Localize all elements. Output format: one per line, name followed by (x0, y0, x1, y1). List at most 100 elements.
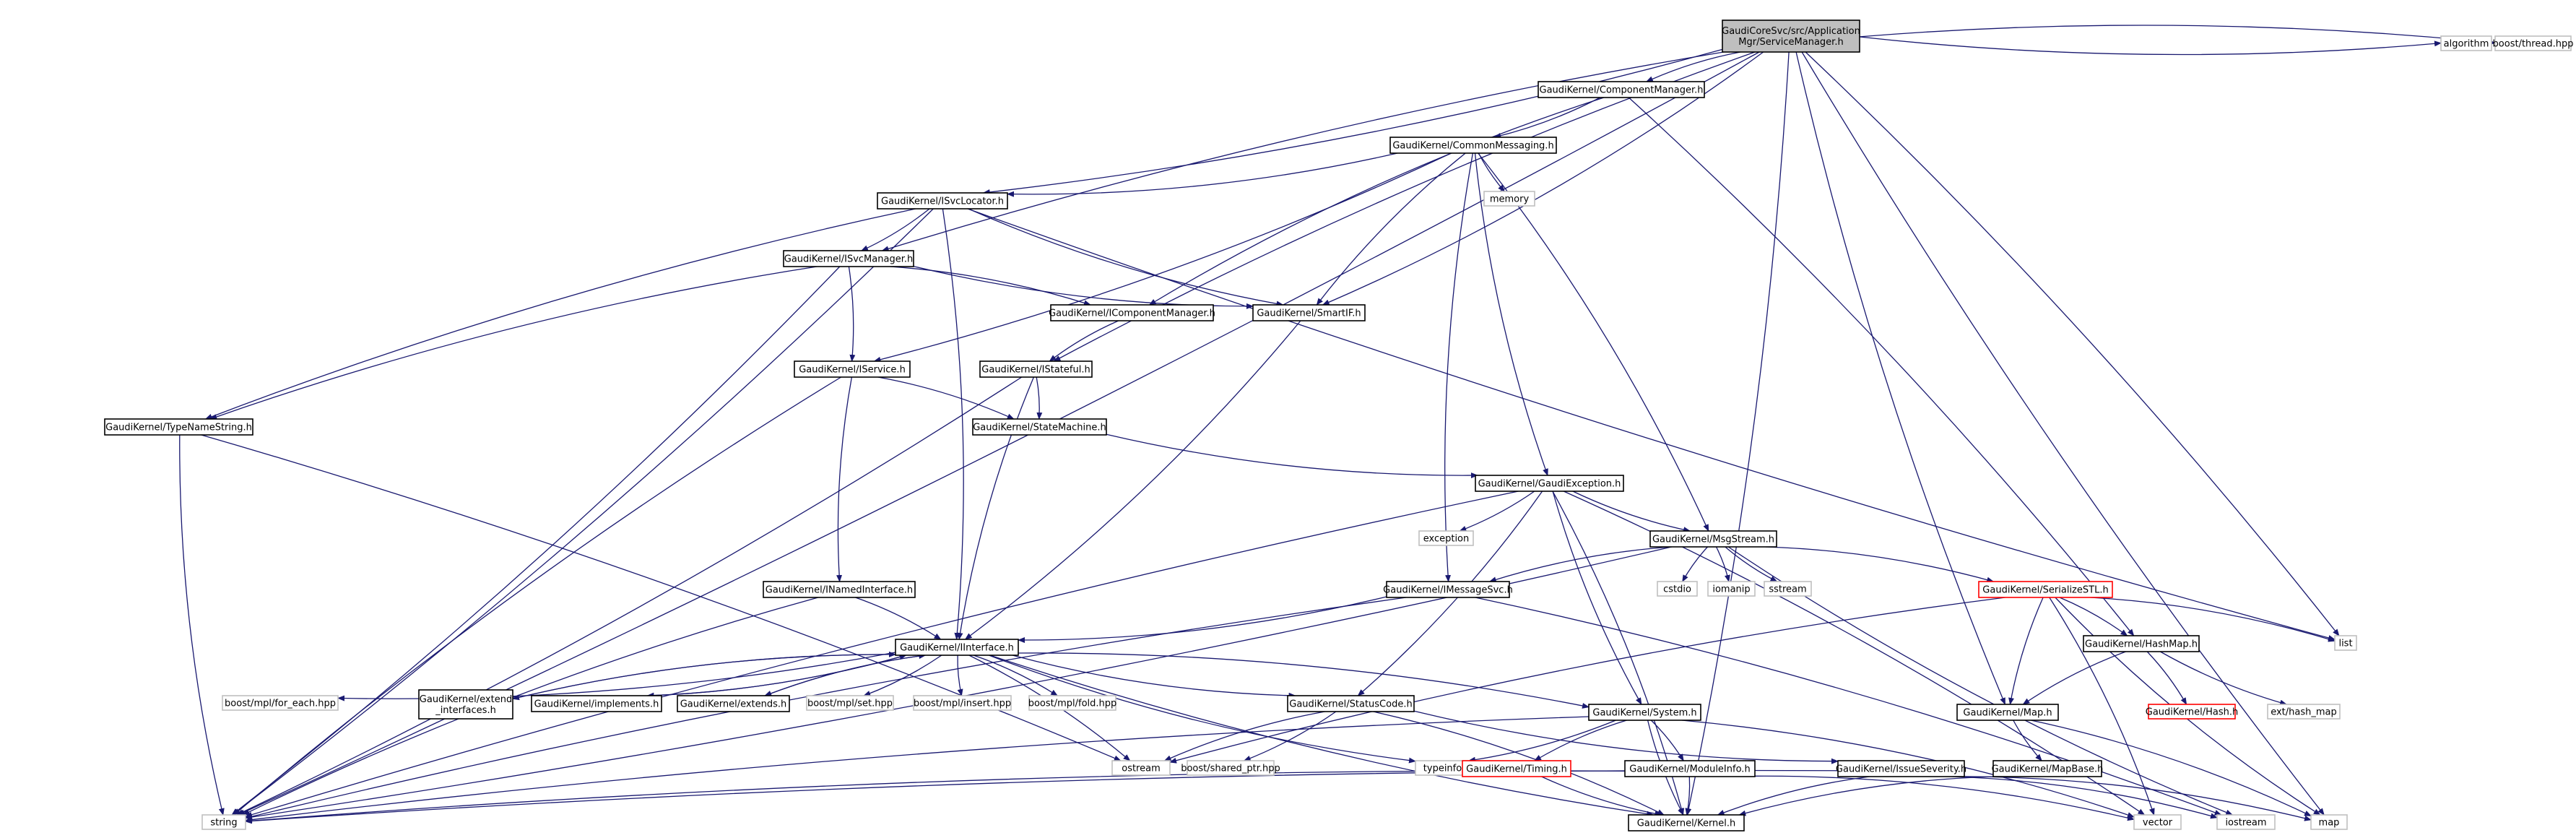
node-typeinfo[interactable]: typeinfo (1415, 760, 1470, 776)
node-mpl_set[interactable]: boost/mpl/set.hpp (806, 695, 894, 711)
node-IssueSeverity[interactable]: GaudiKernel/IssueSeverity.h (1836, 760, 1966, 777)
node-shared_ptr[interactable]: boost/shared_ptr.hpp (1181, 760, 1280, 776)
node-Timing[interactable]: GaudiKernel/Timing.h (1462, 760, 1571, 777)
node-CommonMessaging[interactable]: GaudiKernel/CommonMessaging.h (1389, 137, 1557, 154)
node-SerializeSTL[interactable]: GaudiKernel/SerializeSTL.h (1978, 581, 2113, 598)
node-ISvcLocator[interactable]: GaudiKernel/ISvcLocator.h (877, 192, 1008, 209)
node-mpl_fold[interactable]: boost/mpl/fold.hpp (1028, 695, 1117, 711)
node-MsgStream[interactable]: GaudiKernel/MsgStream.h (1649, 530, 1777, 548)
node-box (1187, 760, 1275, 776)
node-Map[interactable]: GaudiKernel/Map.h (1956, 704, 2059, 721)
edge-root-to-map (1801, 51, 2325, 816)
edge-ModuleInfo-to-string (245, 770, 1626, 824)
edge-TypeNameString-to-string (179, 434, 225, 816)
edge-MsgStream-to-IMessageSvc (1488, 546, 1672, 583)
node-ostream[interactable]: ostream (1111, 760, 1171, 776)
node-iomanip[interactable]: iomanip (1707, 581, 1756, 597)
edge-SmartIF-to-IInterface (964, 320, 1301, 640)
node-HashMap[interactable]: GaudiKernel/HashMap.h (2083, 635, 2200, 652)
node-label: boost/mpl/set.hpp (807, 699, 893, 709)
edge-GaudiException-to-string (245, 491, 1519, 818)
node-label: GaudiKernel/INamedInterface.h (766, 585, 913, 596)
edge-CommonMessaging-to-IService (873, 152, 1452, 363)
node-map[interactable]: map (2310, 814, 2348, 830)
edge-IssueSeverity-to-iostream (1952, 776, 2218, 819)
node-label: GaudiKernel/MsgStream.h (1652, 535, 1774, 545)
node-algorithm[interactable]: algorithm (2440, 35, 2492, 51)
node-extend_interfaces[interactable]: GaudiKernel/extend_interfaces.h (418, 689, 513, 720)
node-label: GaudiKernel/CommonMessaging.h (1392, 141, 1553, 152)
node-label: exception (1423, 534, 1470, 545)
node-memory[interactable]: memory (1483, 191, 1535, 207)
node-box (895, 639, 1019, 656)
edge-root-to-ISvcManager (881, 51, 1724, 252)
node-label: GaudiKernel/ComponentManager.h (1540, 85, 1704, 96)
node-list[interactable]: list (2334, 635, 2357, 651)
node-IComponentManager[interactable]: GaudiKernel/IComponentManager.h (1049, 304, 1215, 321)
node-ComponentManager[interactable]: GaudiKernel/ComponentManager.h (1538, 81, 1705, 98)
node-implements[interactable]: GaudiKernel/implements.h (531, 695, 662, 712)
node-box (104, 418, 253, 436)
edge-CommonMessaging-to-SmartIF (1316, 152, 1466, 306)
edge-IService-to-StateMachine (877, 376, 1015, 420)
node-label: GaudiKernel/SerializeSTL.h (1982, 585, 2108, 596)
node-extends[interactable]: GaudiKernel/extends.h (677, 695, 790, 712)
node-box (1624, 760, 1756, 777)
edge-StateMachine-to-GaudiException (1106, 433, 1478, 479)
node-StateMachine[interactable]: GaudiKernel/StateMachine.h (972, 418, 1107, 436)
node-Kernel[interactable]: GaudiKernel/Kernel.h (1628, 814, 1745, 831)
node-box (201, 814, 246, 830)
edge-SerializeSTL-to-ostream (1169, 597, 2005, 764)
node-INamedInterface[interactable]: GaudiKernel/INamedInterface.h (763, 581, 916, 598)
edge-ISvcManager-to-IService (848, 266, 856, 362)
edge-ModuleInfo-to-Kernel (1685, 776, 1691, 816)
node-cstdio[interactable]: cstdio (1657, 581, 1698, 597)
node-iostream[interactable]: iostream (2216, 814, 2276, 830)
node-box (1992, 760, 2102, 777)
node-label: GaudiKernel/IssueSeverity.h (1836, 764, 1966, 775)
node-Hash[interactable]: GaudiKernel/Hash.h (2146, 704, 2239, 720)
edge-HashMap-to-Map (2022, 651, 2126, 705)
node-box (418, 689, 513, 720)
node-IMessageSvc[interactable]: GaudiKernel/IMessageSvc.h (1383, 581, 1513, 598)
node-System[interactable]: GaudiKernel/System.h (1588, 704, 1701, 721)
node-box (1657, 581, 1698, 597)
node-SmartIF[interactable]: GaudiKernel/SmartIF.h (1252, 304, 1366, 321)
edge-ISvcLocator-to-IInterface (942, 208, 964, 640)
node-exception[interactable]: exception (1418, 530, 1474, 546)
node-MapBase[interactable]: GaudiKernel/MapBase.h (1992, 760, 2104, 777)
node-ModuleInfo[interactable]: GaudiKernel/ModuleInfo.h (1624, 760, 1756, 777)
node-StatusCode[interactable]: GaudiKernel/StatusCode.h (1287, 695, 1415, 712)
node-label: GaudiKernel/IService.h (799, 365, 906, 376)
node-root[interactable]: GaudiCoreSvc/src/ApplicationMgr/ServiceM… (1722, 20, 1860, 53)
node-IInterface[interactable]: GaudiKernel/IInterface.h (895, 639, 1019, 656)
edge-ISvcLocator-to-ISvcManager (860, 208, 930, 251)
edge-INamedInterface-to-string (242, 597, 819, 816)
node-mpl_insert[interactable]: boost/mpl/insert.hpp (913, 695, 1012, 711)
node-IService[interactable]: GaudiKernel/IService.h (794, 360, 911, 378)
node-label: GaudiKernel/Kernel.h (1637, 818, 1736, 829)
node-box (1389, 137, 1557, 154)
edge-ISvcLocator-to-TypeNameString (204, 208, 916, 420)
node-sstream[interactable]: sstream (1764, 581, 1812, 597)
node-box (2494, 35, 2572, 51)
node-TypeNameString[interactable]: GaudiKernel/TypeNameString.h (104, 418, 253, 436)
dependency-edges (179, 25, 2496, 824)
edge-StatusCode-to-ostream (1163, 711, 1325, 761)
node-boost_thread[interactable]: boost/thread.hpp (2493, 35, 2574, 51)
node-string[interactable]: string (201, 814, 246, 830)
node-ext_hash_map[interactable]: ext/hash_map (2267, 704, 2341, 720)
node-ISvcManager[interactable]: GaudiKernel/ISvcManager.h (783, 250, 914, 267)
node-box (1050, 304, 1214, 321)
node-label: boost/mpl/insert.hpp (914, 699, 1011, 709)
edge-System-to-string (245, 716, 1590, 823)
edge-IssueSeverity-to-string (245, 769, 1839, 824)
node-box (1483, 191, 1535, 207)
node-box (1837, 760, 1965, 777)
node-box (1252, 304, 1366, 321)
node-for_each[interactable]: boost/mpl/for_each.hpp (222, 695, 339, 711)
node-vector[interactable]: vector (2133, 814, 2182, 830)
edge-root-to-algorithm (1859, 36, 2442, 56)
node-GaudiException[interactable]: GaudiKernel/GaudiException.h (1475, 475, 1624, 492)
node-IStateful[interactable]: GaudiKernel/IStateful.h (979, 360, 1093, 378)
